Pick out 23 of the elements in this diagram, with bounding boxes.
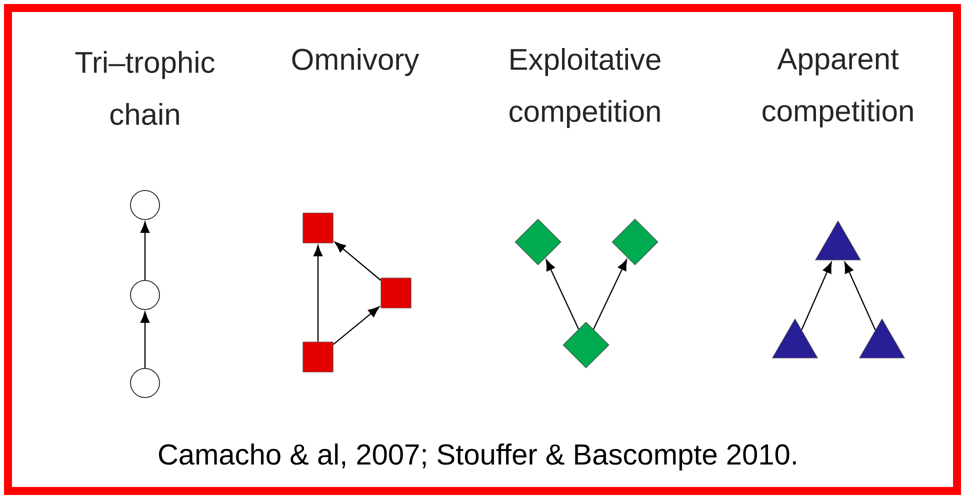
arrow bbox=[313, 245, 323, 342]
arrow bbox=[801, 262, 832, 330]
square-node bbox=[380, 278, 412, 308]
caption: Camacho & al, 2007; Stouffer & Bascompte 2010. bbox=[158, 443, 796, 471]
column-heading: Tri–trophic chain bbox=[75, 50, 214, 126]
arrow bbox=[546, 259, 580, 330]
square-node bbox=[302, 342, 334, 372]
diamond-node bbox=[612, 218, 658, 266]
circle-node bbox=[130, 190, 160, 220]
arrow bbox=[140, 312, 150, 368]
arrow bbox=[334, 242, 382, 281]
diamond-node bbox=[562, 322, 610, 368]
circle-node bbox=[130, 368, 160, 398]
arrow bbox=[844, 262, 876, 330]
column-heading: Exploitative competition bbox=[510, 48, 660, 128]
diamond-node bbox=[514, 218, 562, 266]
arrow bbox=[332, 306, 380, 345]
square-node bbox=[302, 212, 334, 244]
column-heading: Apparent competition bbox=[762, 48, 913, 128]
arrow bbox=[592, 259, 628, 330]
column-heading: Omnivory bbox=[292, 48, 420, 76]
circle-node bbox=[130, 280, 160, 310]
arrow bbox=[140, 222, 150, 280]
